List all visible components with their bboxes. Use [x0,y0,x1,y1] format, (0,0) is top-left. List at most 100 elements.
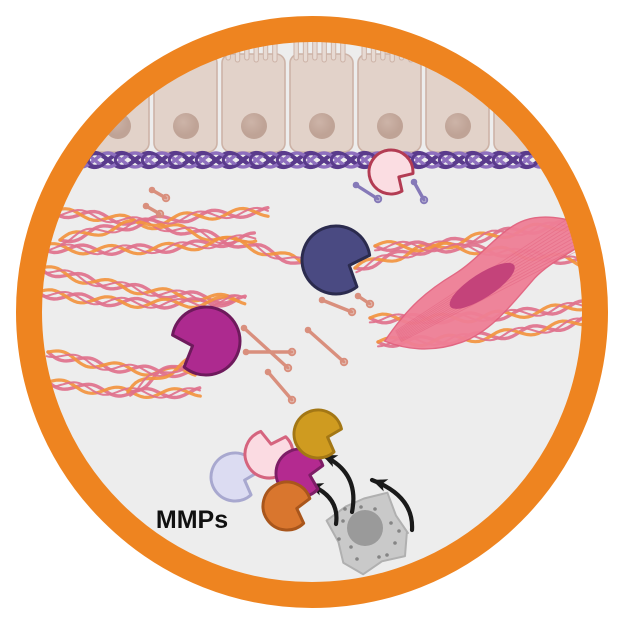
collagen-strand [46,378,202,400]
collagen-fiber [50,207,303,265]
membrane-loop [194,151,216,169]
membrane-strand [28,151,596,169]
epithelial-nucleus [241,113,267,139]
fragment-end [264,368,272,376]
macrophage-granule [377,555,381,559]
collagen-strand [60,206,269,246]
membrane-loop [113,151,135,169]
macrophage-granule [349,545,353,549]
collagen-strand [50,209,302,265]
fragment-body [266,370,294,402]
collagen-fragment [304,326,349,367]
membrane-loop [140,151,162,169]
fragment-end [373,194,383,204]
fragment-end [304,326,312,334]
fibroblast-upper-right [383,213,596,350]
macrophage-granule [389,521,393,525]
fragment-end [419,195,429,205]
membrane-loop [491,151,513,169]
epithelial-nucleus [173,113,199,139]
collagen-strand [36,290,240,310]
microvillus [98,28,105,63]
fragment-end [347,307,357,317]
collagen-strand [36,288,240,310]
fragment-end [242,348,250,356]
macrophage-granule [393,541,397,545]
collagen-fiber [38,231,258,257]
collagen-strand [38,265,247,306]
membrane-loop [32,151,54,169]
membrane-loop [221,151,243,169]
microvillus [525,28,531,63]
fragment-end [155,209,165,219]
collagen-fiber [46,378,202,400]
microvillus [108,28,114,61]
microvillus [136,28,142,63]
collagen-strand [50,208,303,260]
collagen-fragment [240,324,293,373]
microvillus [466,28,473,61]
macrophage-granule [355,557,359,561]
fragment-end [339,357,349,367]
fragment-end [287,395,297,405]
fragment-body [306,328,346,364]
fragment-end [365,299,375,309]
microvillus [506,28,513,63]
macrophage-granule [385,553,389,557]
mmp-enzyme-pink-membrane [367,148,415,196]
microvillus [497,28,503,61]
fragment-end [287,347,297,357]
microvillus [516,28,522,61]
membrane-fragment [352,181,383,204]
microvillus [126,28,133,61]
collagen-strand [46,381,201,399]
collagen-fragment [318,296,357,317]
microvillus [476,28,482,63]
collagen-fragment [142,202,165,219]
mmp-orange [261,480,312,532]
microvillus [534,28,541,61]
fragment-end [161,193,171,203]
macrophage-granule [343,507,347,511]
fibroblast-nucleus [449,262,515,309]
fragment-end [283,363,293,373]
membrane-loop [572,151,594,169]
fragment-end [352,181,360,189]
macrophage-granule [373,507,377,511]
mmp-gold [292,408,343,460]
macrophage-granule [337,537,341,541]
epithelial-nucleus [309,113,335,139]
microvillus [89,28,95,61]
collagen-strand [50,207,302,263]
fragment-end [240,324,248,332]
arrow-head [372,479,389,492]
membrane-loop [437,151,459,169]
microvillus [117,28,123,63]
collagen-strand [38,234,257,256]
epithelial-nucleus [377,113,403,139]
fragment-body [242,326,290,370]
matrix-fragment-layer [142,178,429,405]
stress-fiber [400,243,592,343]
collagen-strand [46,380,202,400]
collagen-fragment [264,368,297,405]
mmps-label: MMPs [156,506,228,534]
circular-frame-ring [16,16,608,608]
collagen-fragment [242,347,297,357]
fragment-end [410,178,418,186]
membrane-loop [302,151,324,169]
collagen-fragment [354,292,375,309]
mmp-enzyme-magenta [171,305,242,377]
collagen-strand [38,235,258,256]
membrane-loop [167,151,189,169]
membrane-loop [601,153,618,166]
mmp-enzyme-navy [300,224,372,296]
macrophage-granule [359,505,363,509]
macrophage-layer [325,491,409,576]
macrophage-nucleus [347,510,383,546]
fragment-body [320,298,354,314]
macrophage-granule [397,529,401,533]
membrane-loop [7,153,24,166]
macrophage-granule [341,519,345,523]
